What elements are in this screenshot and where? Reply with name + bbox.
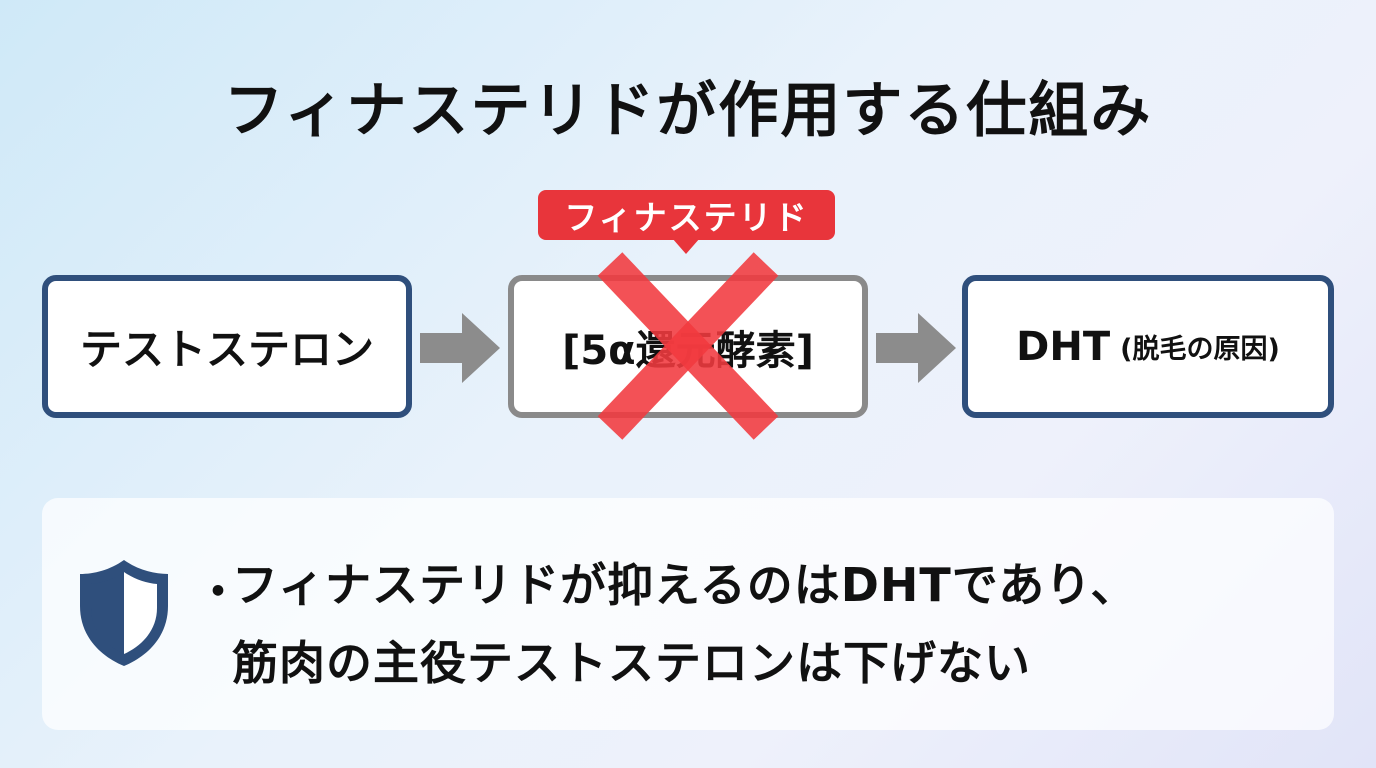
dht-label: DHT — [1016, 323, 1111, 370]
arrow-right-icon — [420, 313, 500, 383]
testosterone-label: テストステロン — [79, 325, 374, 374]
arrow-right-icon — [876, 313, 956, 383]
finasteride-badge: フィナステリド — [538, 190, 835, 240]
enzyme-node: [5α還元酵素] — [508, 275, 868, 418]
summary-line-1: フィナステリドが抑えるのはDHTであり、 — [232, 558, 1138, 612]
page-title: フィナステリドが作用する仕組み — [223, 76, 1153, 146]
badge-pointer — [672, 238, 700, 254]
testosterone-node: テストステロン — [42, 275, 412, 418]
dht-node: DHT (脱毛の原因) — [962, 275, 1334, 418]
summary-panel — [42, 498, 1334, 730]
enzyme-label: [5α還元酵素] — [562, 327, 814, 374]
finasteride-badge-label: フィナステリド — [564, 198, 809, 237]
summary-line-2: 筋肉の主役テストステロンは下げない — [232, 636, 1031, 690]
dht-sub-label: (脱毛の原因) — [1120, 334, 1280, 365]
shield-icon — [80, 560, 168, 666]
bullet-mark: ・ — [196, 567, 240, 618]
